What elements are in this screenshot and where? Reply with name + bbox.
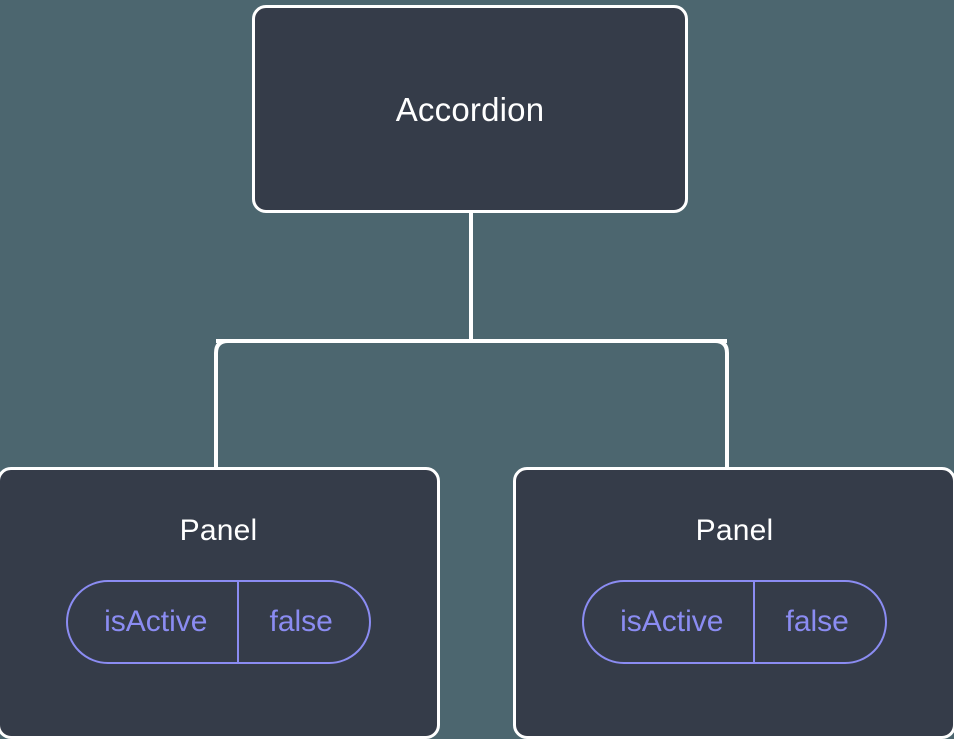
prop-value-1: false <box>753 582 884 662</box>
prop-value-0: false <box>237 582 368 662</box>
node-accordion[interactable]: Accordion <box>252 5 688 213</box>
prop-key-1: isActive <box>620 605 724 638</box>
connector-branch-left <box>214 339 471 470</box>
node-panel-0-label: Panel <box>179 514 258 547</box>
node-panel-1-label: Panel <box>695 514 774 547</box>
prop-key-0: isActive <box>104 605 208 638</box>
node-panel-1[interactable]: Panel isActive false <box>513 467 954 739</box>
prop-badge-isactive-1[interactable]: isActive false <box>582 580 887 664</box>
connector-root-to-children <box>216 212 727 343</box>
node-accordion-label: Accordion <box>395 90 545 128</box>
connector-branch-right <box>471 339 729 470</box>
prop-badge-isactive-0[interactable]: isActive false <box>66 580 371 664</box>
node-panel-0[interactable]: Panel isActive false <box>0 467 440 739</box>
